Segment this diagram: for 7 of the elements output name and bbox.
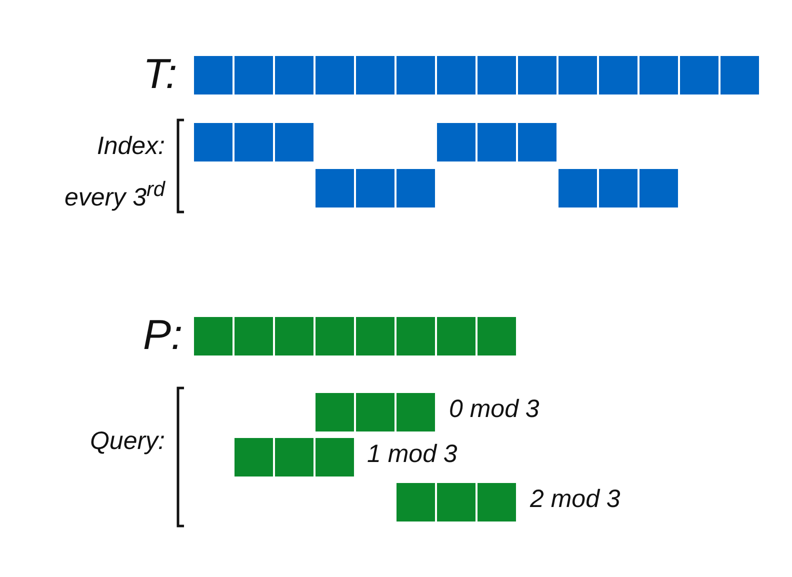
offset-label: 2 mod 3 (530, 485, 620, 514)
index-label: Index: every 3$^{rd}$ (63, 131, 165, 214)
offset-label: 1 mod 3 (367, 440, 458, 469)
query-label: Query: (90, 426, 165, 457)
sequence-label: P: (143, 311, 183, 359)
offset-label: 0 mod 3 (449, 395, 540, 424)
sequence-label: T: (143, 50, 178, 98)
